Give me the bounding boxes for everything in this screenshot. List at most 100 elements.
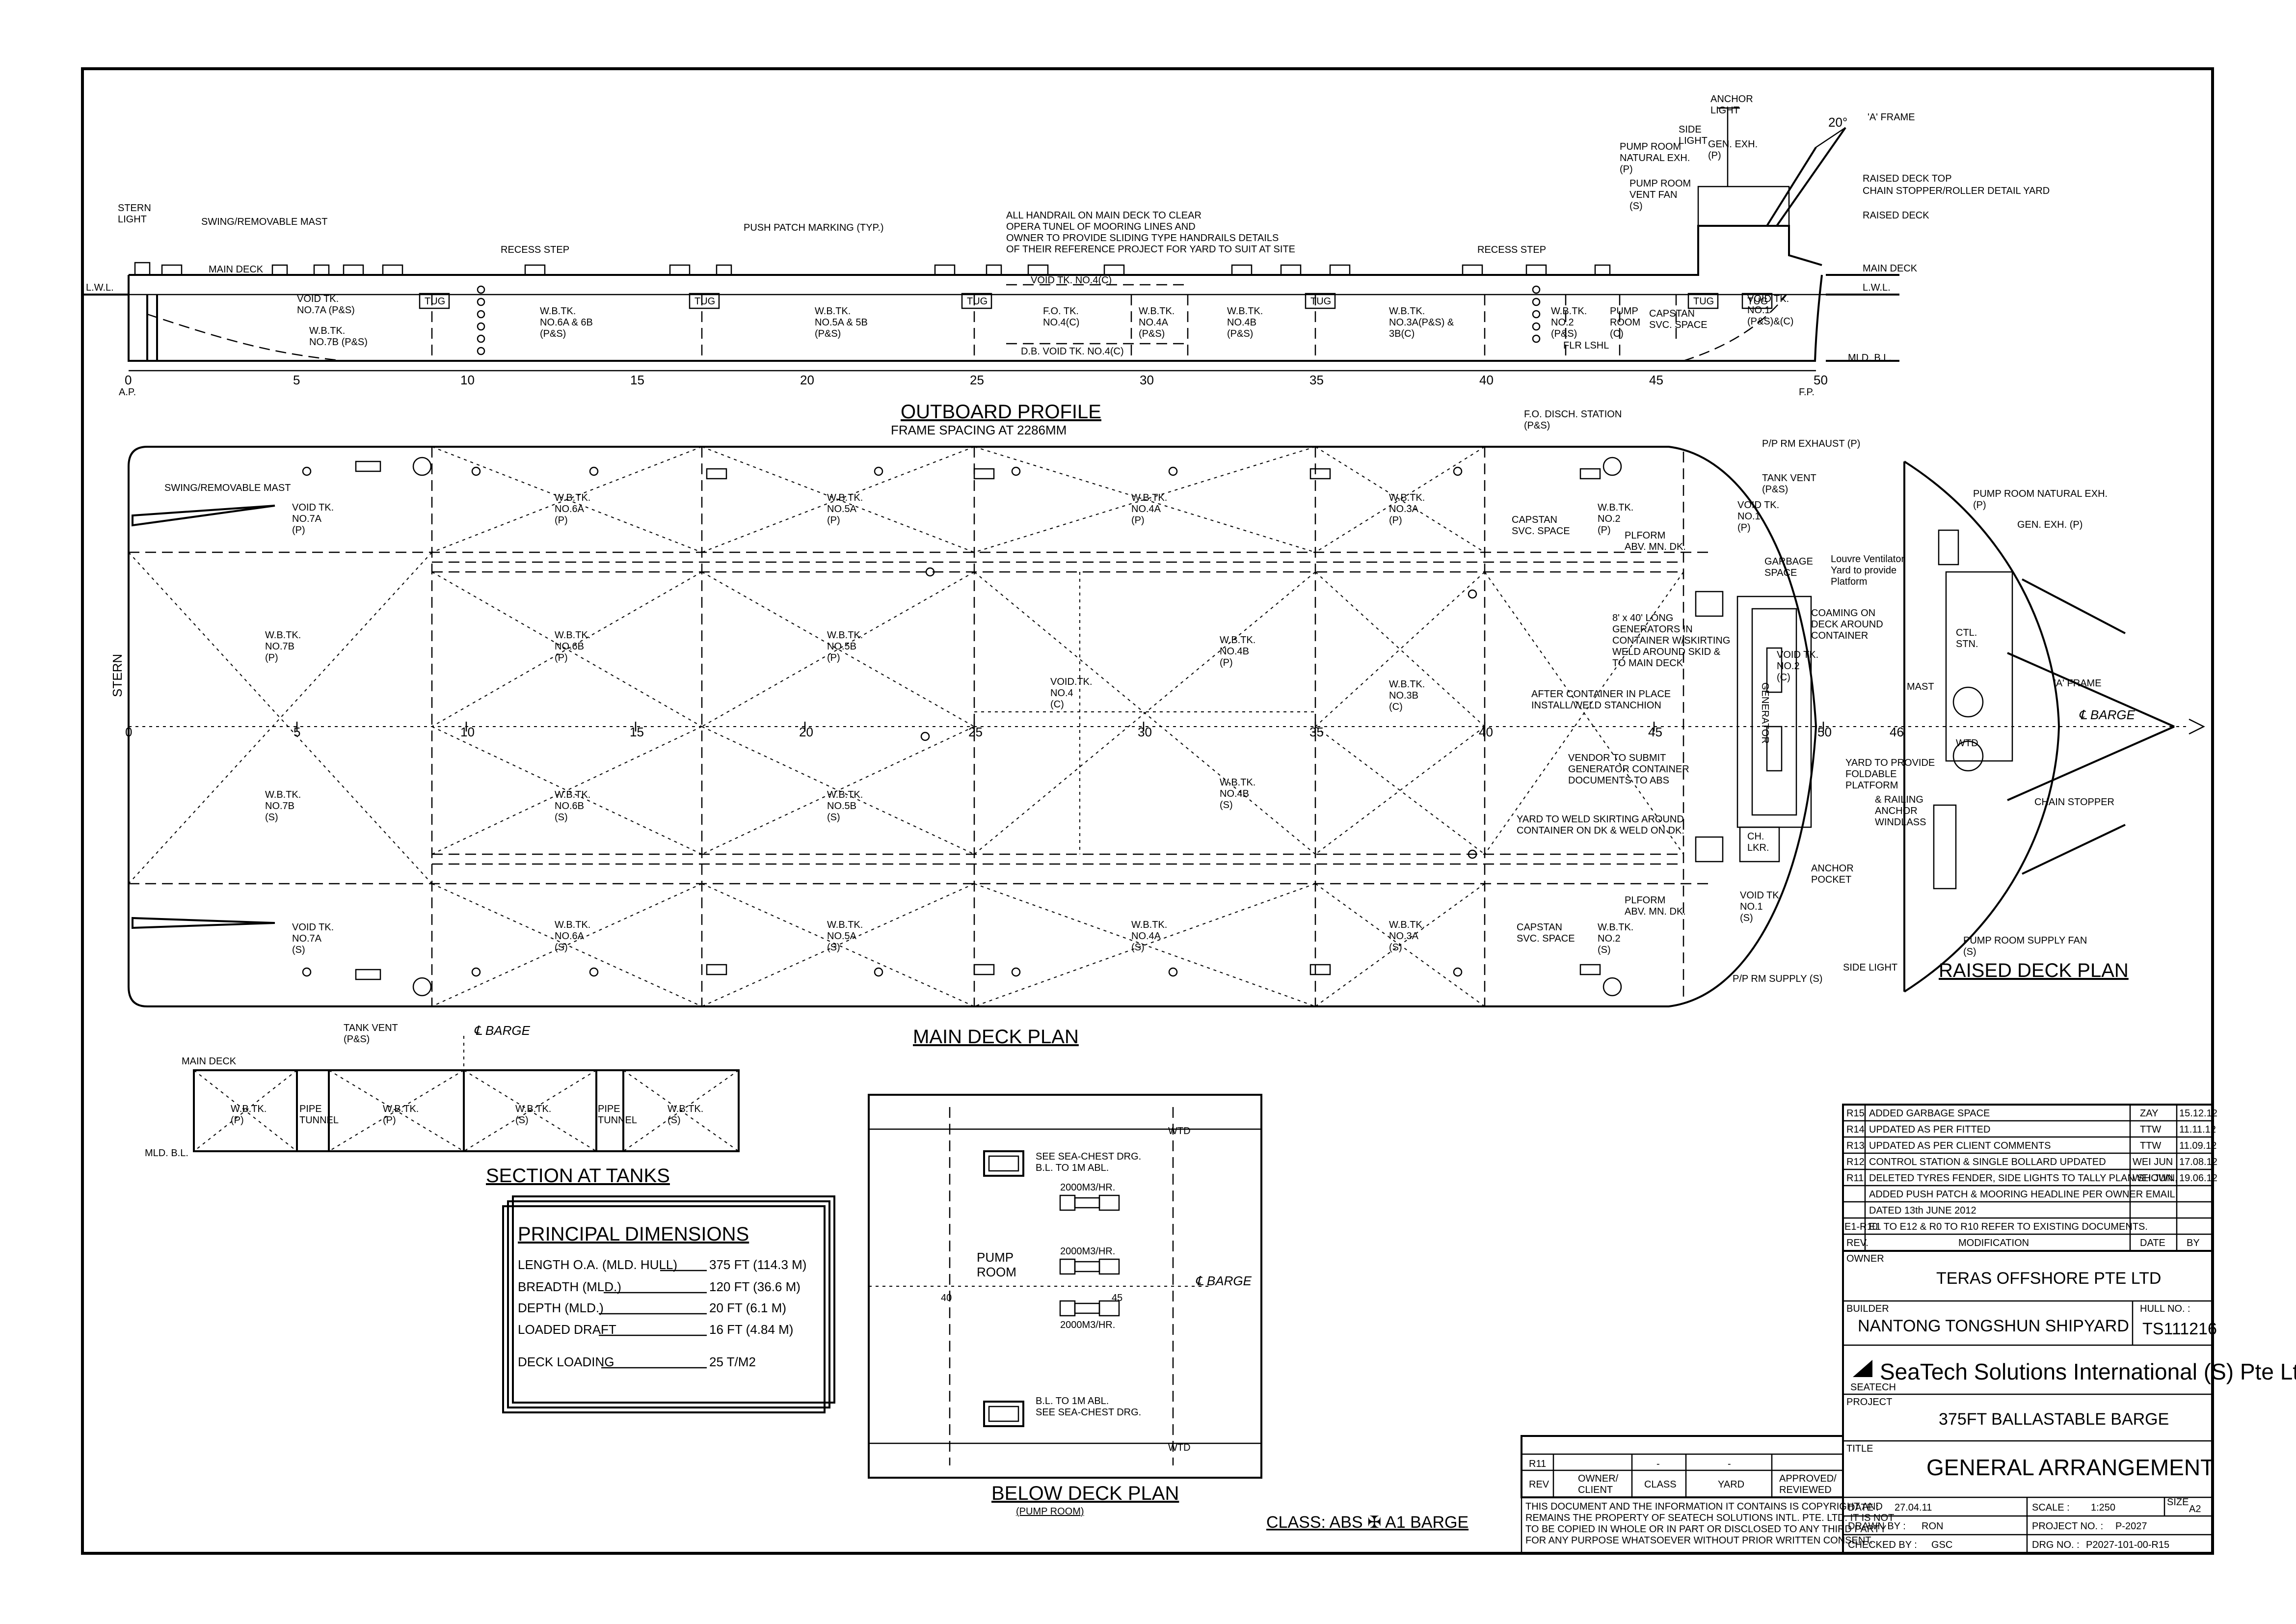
tug-label: TUG [425,296,445,307]
section-tank-vent: TANK VENT(P&S) [344,1023,398,1045]
rdp-wtd: WTD [1956,738,1978,749]
drawn-value: RON [1922,1521,1943,1532]
project-name: 375FT BALLASTABLE BARGE [1939,1410,2169,1429]
lwl-label-aft: L.W.L. [86,282,114,293]
tank-vent-callout: TANK VENT(P&S) [1762,473,1816,495]
tank-label: W.B.TK.NO.4B(S) [1220,777,1255,811]
drawing-border [81,67,2214,1555]
section-barge-cl: ℄ BARGE [474,1023,531,1038]
bdp-barge-cl: ℄ BARGE [1195,1273,1252,1288]
dimension-label: BREADTH (MLD.) [518,1279,621,1294]
company-logo-text: SEATECH [1850,1382,1896,1393]
void-1-profile-label: VOID TK.NO.1(P&S)&(C) [1747,294,1793,327]
fo-disch-callout: F.O. DISCH. STATION(P&S) [1524,409,1622,431]
tank-label: W.B.TK.NO.4A(P) [1131,492,1167,526]
deck-callouts: SWING/REMOVABLE MAST F.O. DISCH. STATION… [164,409,1904,984]
dimension-label: DEPTH (MLD.) [518,1300,604,1315]
builder-label: BUILDER [1846,1303,1889,1314]
profile-frame-scale: 0 5 10 15 20 25 30 35 40 45 50 [125,373,1828,387]
pp-exhaust-callout: P/P RM EXHAUST (P) [1762,438,1860,449]
rev-by: TTW [2140,1140,2161,1151]
outboard-profile-subtitle: FRAME SPACING AT 2286MM [891,423,1067,437]
chain-stopper-detail-label: CHAIN STOPPER/ROLLER DETAIL YARD [1863,186,2050,196]
project-no-value: P-2027 [2115,1521,2147,1532]
tank-label: W.B.TK.NO.5B(P) [827,630,863,663]
frame-number: 15 [630,373,644,387]
rev-header-date: DATE [2140,1238,2165,1248]
class-note: CLASS: ABS ✠ A1 BARGE [1266,1513,1468,1532]
approval-block [1521,1435,1844,1553]
rev-date: 17.08.12 [2179,1157,2217,1167]
tank-label: VOID TK.NO.1(P) [1737,500,1779,533]
rev-mod: ADDED PUSH PATCH & MOORING HEADLINE PER … [1869,1189,2175,1200]
push-patch-label: PUSH PATCH MARKING (TYP.) [744,222,884,233]
raised-deck-top-label: RAISED DECK TOP [1863,173,1952,184]
frame-number: 10 [460,725,475,739]
tank-label: W.B.TK.NO.2(P) [1598,502,1633,536]
approval-yard: YARD [1718,1479,1744,1490]
company-name: SeaTech Solutions International (S) Pte … [1880,1359,2296,1384]
angle-label: 20° [1828,115,1847,130]
frame-number: 35 [1309,725,1324,739]
tank-label: VOID.TK.NO.4(C) [1050,677,1093,710]
tank-label: W.B.TK.NO.4A(S) [1131,920,1167,953]
tank-label: W.B.TK.NO.4B(P) [1220,635,1255,668]
rdp-a-frame: 'A' FRAME [2054,678,2102,689]
rev-by: WEI JUN [2133,1157,2173,1167]
raised-deck-label: RAISED DECK [1863,210,1929,221]
rev-date: 15.12.12 [2179,1108,2217,1119]
void-tk-4c-label: VOID TK. NO.4(C) [1031,275,1112,286]
approval-dash: - [1728,1459,1731,1469]
tank-label: W.B.TK.NO.6A(S) [555,920,590,953]
bdp-wtd-bot: WTD [1168,1442,1191,1453]
dimension-label: LENGTH O.A. (MLD. HULL) [518,1257,677,1272]
lwl-label-fwd: L.W.L. [1863,282,1891,293]
tank-label: W.B.TK.NO.6B(P) [555,630,590,663]
frame-number: 0 [125,725,132,739]
rev-id: E1-R10 [1844,1221,1878,1232]
rev-id: R13 [1846,1140,1865,1151]
dimension-rows: LENGTH O.A. (MLD. HULL) 375 FT (114.3 M)… [518,1257,806,1369]
frame-number: 45 [1649,373,1663,387]
rdp-barge-cl: ℄ BARGE [2079,707,2136,722]
ap-label: A.P. [119,387,136,398]
tank-label: W.B.TK.NO.5A(P) [827,492,863,526]
dimension-label: DECK LOADING [518,1354,614,1369]
title-block [1842,1250,2214,1554]
profile-tank-label: F.O. TK.NO.4(C) [1043,306,1079,328]
frame-number: 30 [1138,725,1152,739]
swing-mast-callout: SWING/REMOVABLE MAST [164,483,291,493]
bdp-frame40: 40 [941,1293,952,1303]
rev-mod: DELETED TYRES FENDER, SIDE LIGHTS TO TAL… [1869,1173,2178,1184]
frame-number: 20 [800,373,814,387]
project-no-label: PROJECT NO. : [2032,1521,2103,1532]
rev-by: TTW [2140,1124,2161,1135]
hull-no: TS111216 [2142,1320,2217,1338]
approval-rev: REV [1529,1479,1549,1490]
profile-tank-label: W.B.TK.NO.3A(P&S) &3B(C) [1389,306,1454,339]
frame-number: 46 [1890,725,1904,739]
raised-deck-plan [1903,460,2205,993]
frame-number: 25 [970,373,984,387]
dimension-value: 20 FT (6.1 M) [709,1300,786,1315]
rev-mod: UPDATED AS PER FITTED [1869,1124,1990,1135]
tank-label: VOID TK.NO.1(S) [1740,890,1782,923]
rev-date: 11.09.12 [2179,1140,2216,1151]
frame-number: 5 [293,373,300,387]
frame-number: 5 [294,725,300,739]
title-label: TITLE [1846,1443,1873,1454]
main-deck-label: MAIN DECK [209,264,264,275]
bdp-pump2: 2000M3/HR. [1060,1246,1115,1257]
tug-label: TUG [1747,296,1768,307]
